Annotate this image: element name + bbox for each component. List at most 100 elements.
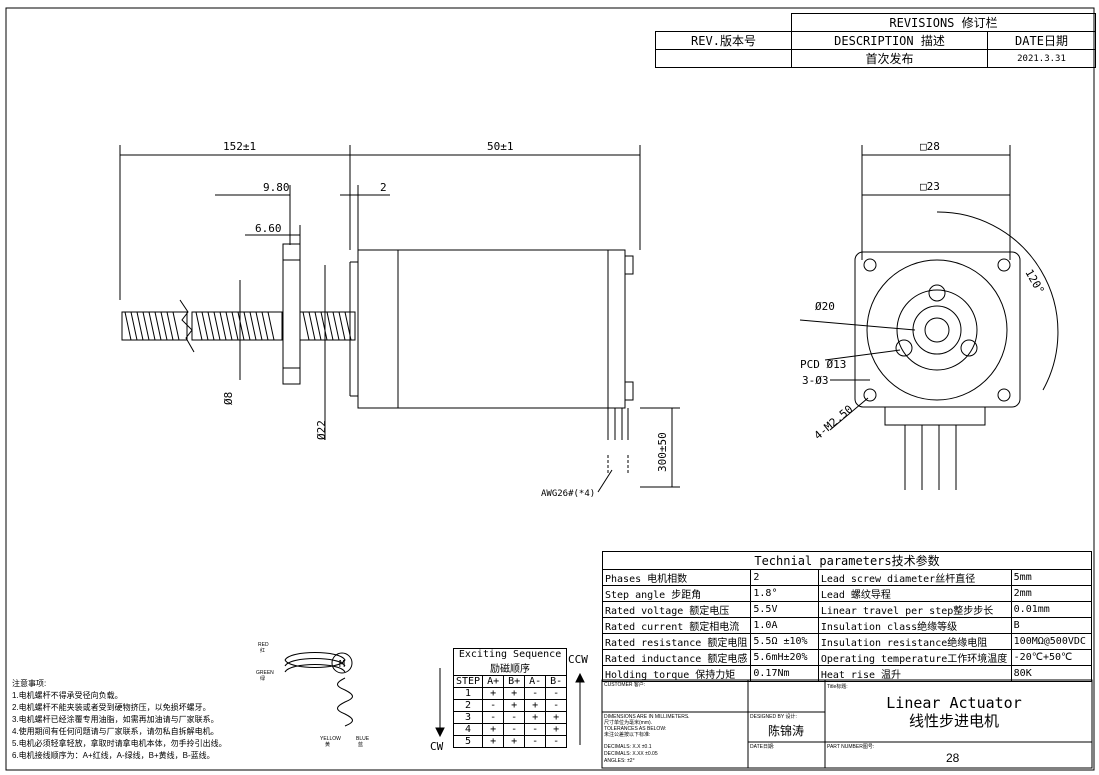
dim-pcd: PCD Ø13 xyxy=(800,358,846,371)
parameters-title: Technial parameters技术参数 xyxy=(602,551,1092,570)
parameter-value: 80K xyxy=(1010,665,1093,682)
dim-motor-length: 50±1 xyxy=(487,140,514,153)
wire-yellow-cn: 黄 xyxy=(325,741,330,748)
parameter-value: 1.8° xyxy=(750,585,819,602)
date-col-header: DATE日期 xyxy=(987,31,1096,50)
wire-blue-cn: 蓝 xyxy=(358,741,363,748)
note-item: 3.电机螺杆已经涂覆专用油脂，如需再加油请与厂家联系。 xyxy=(12,715,219,724)
sequence-cell: - xyxy=(503,723,526,736)
parameter-value: B xyxy=(1010,617,1093,634)
sequence-cell: 2 xyxy=(452,699,484,712)
tolerance-line-1: DIMENSIONS ARE IN MILLIMETERS. xyxy=(604,714,690,720)
sequence-cell: - xyxy=(524,687,547,700)
parameter-name: Insulation resistance绝缘电阻 xyxy=(817,633,1012,650)
dim-wire-gauge: AWG26#(*4) xyxy=(541,489,595,499)
sequence-header: B+ xyxy=(503,675,526,688)
sequence-row: 4+--+ xyxy=(452,723,568,736)
parameter-value: 0.17Nm xyxy=(750,665,819,682)
dim-total-length: 152±1 xyxy=(223,140,256,153)
motor-symbol: M xyxy=(339,659,345,670)
sequence-cell: + xyxy=(482,687,505,700)
tolerance-line-2: 尺寸单位为毫米(mm). xyxy=(604,719,652,726)
sequence-cell: - xyxy=(545,687,568,700)
parameter-name: Heat rise 温升 xyxy=(817,665,1012,682)
dim-holes: 3-Ø3 xyxy=(802,374,829,387)
dim-square-23: □23 xyxy=(920,180,940,193)
sequence-cell: - xyxy=(524,735,547,748)
part-number: 28 xyxy=(946,751,960,765)
note-item: 2.电机螺杆不能夹装或者受到硬物挤压，以免损坏螺牙。 xyxy=(12,703,211,712)
drawing-title-cn: 线性步进电机 xyxy=(909,713,999,730)
parameter-value: 5mm xyxy=(1010,569,1093,586)
designed-by-label: DESIGNED BY 设计: xyxy=(750,713,797,720)
sequence-cell: + xyxy=(545,723,568,736)
parameter-value: -20℃+50℃ xyxy=(1010,649,1093,666)
parameter-name: Holding torque 保持力矩 xyxy=(601,665,752,682)
sequence-cell: 3 xyxy=(452,711,484,724)
title-label: Title标题: xyxy=(827,683,848,690)
sequence-row: 3--++ xyxy=(452,711,568,724)
sequence-cell: 4 xyxy=(452,723,484,736)
sequence-cell: + xyxy=(482,723,505,736)
sequence-cell: 5 xyxy=(452,735,484,748)
dim-screws: 4-M2.50 xyxy=(812,403,856,443)
note-item: 1.电机螺杆不得承受径向负载。 xyxy=(12,691,123,700)
customer-label: CUSTOMER 客户: xyxy=(604,681,645,688)
sequence-cell: + xyxy=(524,711,547,724)
ccw-label: CCW xyxy=(568,653,588,666)
notes-title: 注意事项: xyxy=(12,679,47,688)
parameter-value: 5.5Ω ±10% xyxy=(750,633,819,650)
parameter-name: Operating temperature工作环境温度 xyxy=(817,649,1012,666)
dim-square-28: □28 xyxy=(920,140,940,153)
parameter-value: 5.5V xyxy=(750,601,819,618)
parameter-name: Phases 电机相数 xyxy=(601,569,752,586)
dim-9-80: 9.80 xyxy=(263,181,290,194)
sequence-cell: + xyxy=(503,687,526,700)
parameter-value: 2mm xyxy=(1010,585,1093,602)
notes-section: 注意事项: 1.电机螺杆不得承受径向负载。 2.电机螺杆不能夹装或者受到硬物挤压，… xyxy=(12,678,227,762)
note-item: 6.电机接线顺序为：A+红线，A-绿线，B+黄线，B-蓝线。 xyxy=(12,751,215,760)
parameter-value: 100MΩ@500VDC xyxy=(1010,633,1093,650)
tolerance-line-4: 未注公差按以下标准: xyxy=(604,731,650,738)
sequence-cell: + xyxy=(503,735,526,748)
wire-green-cn: 绿 xyxy=(260,675,265,682)
revisions-title: REVISIONS 修订栏 xyxy=(791,13,1096,32)
dim-angle-120: 120° xyxy=(1022,267,1047,296)
parameter-value: 0.01mm xyxy=(1010,601,1093,618)
sequence-cell: 1 xyxy=(452,687,484,700)
note-item: 4.使用期间有任何问题请与厂家联系，请勿私自拆解电机。 xyxy=(12,727,219,736)
dim-2: 2 xyxy=(380,181,387,194)
cw-label: CW xyxy=(430,740,444,753)
parameter-name: Rated voltage 额定电压 xyxy=(601,601,752,618)
rev-col-header: REV.版本号 xyxy=(655,31,792,50)
wire-yellow-label: YELLOW xyxy=(320,736,341,742)
sequence-cell: - xyxy=(545,699,568,712)
dim-dia-20: Ø20 xyxy=(815,300,835,313)
drawing-title-en: Linear Actuator xyxy=(886,694,1021,712)
tolerance-line-6: DECIMALS: X.XX ±0.05 xyxy=(604,751,658,757)
sequence-cell: - xyxy=(482,699,505,712)
wire-red-cn: 红 xyxy=(260,647,265,654)
sequence-cell: - xyxy=(524,723,547,736)
sequence-row: 2-++- xyxy=(452,699,568,712)
sequence-cell: + xyxy=(524,699,547,712)
dim-lead-length: 300±50 xyxy=(656,432,669,472)
tolerance-line-7: ANGLES: ±2° xyxy=(604,758,635,764)
parameter-value: 1.0A xyxy=(750,617,819,634)
sequence-cell: - xyxy=(545,735,568,748)
parameter-value: 5.6mH±20% xyxy=(750,649,819,666)
desc-col-header: DESCRIPTION 描述 xyxy=(791,31,988,50)
sequence-row: 5++-- xyxy=(452,735,568,748)
part-number-label: PART NUMBER图号: xyxy=(827,744,874,750)
